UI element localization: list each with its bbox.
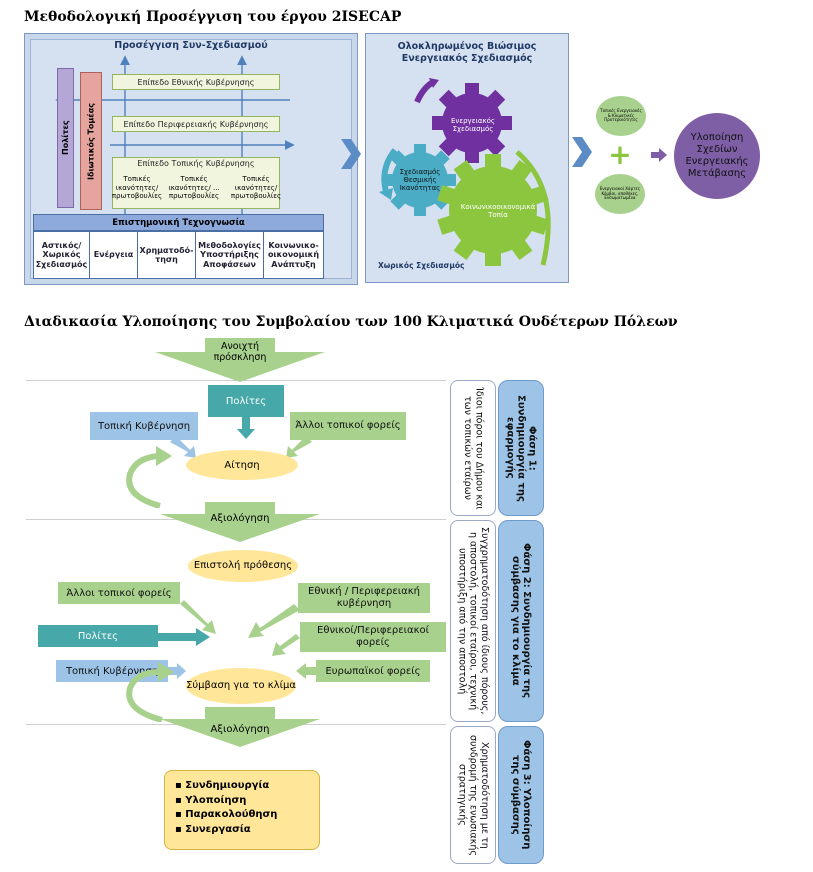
curved-arrow-purple-icon: [414, 79, 435, 104]
citizens-box-2: Πολίτες: [38, 625, 158, 647]
final-item-monitoring-label: Παρακολούθηση: [185, 809, 278, 820]
evaluation-arrow-1: [160, 502, 320, 542]
diagonal-arrow-icon-5: [272, 634, 300, 656]
local-gov-box-1: Τοπική Κυβέρνηση: [90, 412, 198, 440]
national-regional-box: Εθνική / Περιφερειακή κυβέρνηση: [298, 583, 430, 613]
open-call-arrow: [155, 338, 325, 382]
gears-illustration: [379, 78, 551, 266]
level-local-title: Επίπεδο Τοπικής Κυβέρνησης: [137, 159, 255, 168]
final-item-implementation: ▪ Υλοποίηση: [175, 794, 247, 806]
diagonal-arrow-icon-4: [248, 604, 300, 638]
diagonal-arrow-icon-1: [170, 436, 196, 458]
actor-citizens: Πολίτες: [57, 68, 74, 208]
down-arrow-icon: [237, 417, 255, 439]
proposal-ellipse: Επιστολή πρόθεσης: [188, 550, 298, 582]
arrow-right-icon: [651, 148, 667, 162]
domain-urban-planning: Αστικός/ Χωρικός Σχεδιασμός: [34, 232, 90, 278]
diagonal-arrow-icon-3: [180, 600, 216, 634]
evaluation-label-2: Αξιολόγηση: [210, 723, 270, 735]
phase-2-column: Φάση 2: Συνδημιουργία της σύμβασης για τ…: [498, 520, 544, 722]
resources-phase-1: Ίδιοι πόροι του Δήμου και των τοπικών ετ…: [450, 380, 496, 516]
domain-socioeconomic: Κοινωνικο-οικονομική Ανάπτυξη: [264, 232, 323, 278]
diagonal-arrow-icon-2: [286, 436, 312, 458]
domain-financing: Χρηματοδό-τηση: [138, 232, 196, 278]
application-ellipse: Αίτηση: [186, 450, 298, 480]
local-initiative-3: Τοπικές ικανότητες/ πρωτοβουλίες: [230, 175, 282, 201]
local-initiative-2: Τοπικές ικανότητες/ ... πρωτοβουλίες: [168, 175, 220, 201]
priority-circle-2: Ενεργειακοί Χάρτες Κόμβοι, αποθήκες, Ενσ…: [595, 174, 645, 214]
left-arrow-icon: [296, 663, 316, 679]
spatial-planning-label: Χωρικός Σχεδιασμός: [378, 261, 465, 270]
chevron-right-icon: [341, 139, 361, 169]
gear-socioeconomic-label: Κοινωνικοοικονομικά Τοπία: [460, 202, 536, 219]
chevron-right-icon-2: [572, 137, 592, 167]
loop-arrow-icon-2: [126, 662, 174, 722]
gear-energy-label: Ενεργειακός Σχεδιασμός: [451, 116, 495, 133]
final-item-cooperation: ▪ Συνεργασία: [175, 823, 251, 835]
gear-institutional-label: Σχεδιασμός Θεσμικής Ικανότητας: [399, 167, 441, 193]
other-local-box-2: Άλλοι τοπικοί φορείς: [58, 582, 180, 604]
domain-energy: Ενέργεια: [90, 232, 138, 278]
curved-arrow-green-icon: [515, 150, 551, 266]
right-arrow-icon-2: [168, 663, 186, 679]
section-title-methodology: Μεθοδολογική Προσέγγιση του έργου 2ISECA…: [24, 9, 402, 25]
domain-decision-support: Μεθοδολογίες Υποστήριξης Αποφάσεων: [196, 232, 264, 278]
other-local-box-1: Άλλοι τοπικοί φορείς: [290, 412, 406, 440]
local-initiative-1: Τοπικές ικανότητες/ πρωτοβουλίες: [111, 175, 163, 201]
final-item-cooperation-label: Συνεργασία: [185, 823, 251, 835]
science-tech-bar: Επιστημονική Τεχνογνωσία: [33, 214, 324, 231]
level-regional: Επίπεδο Περιφερειακής Κυβέρνησης: [112, 116, 280, 132]
final-item-cocreation-label: Συνδημιουργία: [185, 780, 270, 791]
final-item-implementation-label: Υλοποίηση: [185, 794, 247, 806]
resources-phase-3: Χρηματοδότηση με τη συνδρομή της ενωσιακ…: [450, 726, 496, 864]
outcome-circle: Υλοποίηση Σχεδίων Ενεργειακής Μετάβασης: [674, 113, 760, 199]
domain-row: Αστικός/ Χωρικός Σχεδιασμός Ενέργεια Χρη…: [33, 231, 324, 279]
evaluation-arrow-2: [160, 707, 320, 747]
climate-contract-ellipse: Σύμβαση για το κλίμα: [186, 668, 296, 704]
resources-phase-2: Συγχρηματοδότηση από ίδιους πόρους, η απ…: [450, 520, 496, 722]
national-regional-bodies-box: Εθνικοί/Περιφερειακοί φορείς: [300, 622, 446, 652]
codesign-heading: Προσέγγιση Συν-Σχεδιασμού: [114, 40, 268, 51]
loop-arrow-icon-1: [126, 446, 172, 508]
plus-icon: +: [608, 137, 632, 171]
citizens-box-1: Πολίτες: [208, 385, 284, 417]
section-title-process: Διαδικασία Υλοποίησης του Συμβολαίου των…: [24, 314, 678, 330]
phase-1-column: Φάση 1: Συνδημιουργία της εφαρμογής: [498, 380, 544, 516]
integrated-heading: Ολοκληρωμένος Βιώσιμος Ενεργειακός Σχεδι…: [397, 41, 537, 64]
evaluation-label-1: Αξιολόγηση: [210, 512, 270, 524]
right-arrow-icon-1: [158, 628, 210, 646]
level-local: Επίπεδο Τοπικής Κυβέρνησης: [112, 157, 280, 209]
gear-socioeconomic-icon: [437, 154, 549, 266]
open-call-label: Ανοιχτή πρόσκληση: [213, 341, 267, 363]
final-item-cocreation: ▪ Συνδημιουργία: [175, 780, 270, 791]
level-national: Επίπεδο Εθνικής Κυβέρνησης: [112, 74, 280, 90]
final-item-monitoring: ▪ Παρακολούθηση: [175, 809, 278, 820]
implementation-box: ▪ Συνδημιουργία ▪ Υλοποίηση ▪ Παρακολούθ…: [164, 770, 320, 850]
phase-3-column: Φάση 3: Υλοποίηση της σύμβασης: [498, 726, 544, 864]
priority-circle-1: Τοπικές Ενεργειακές & Κλιματικές Προτερα…: [596, 96, 646, 136]
european-bodies-box: Ευρωπαϊκοί φορείς: [316, 660, 430, 682]
actor-private-sector: Ιδιωτικός Τομέας: [80, 72, 102, 210]
